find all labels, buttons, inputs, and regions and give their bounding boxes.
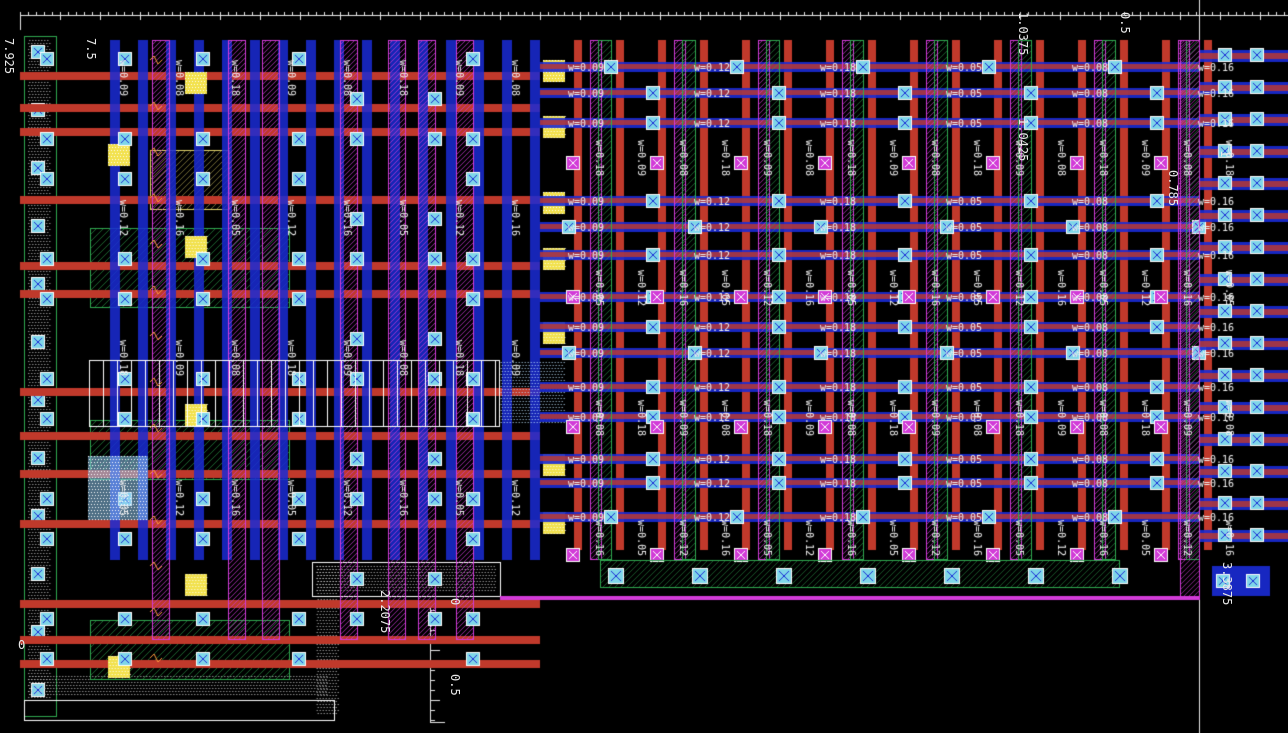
ruler-label-left-zero: 0 — [18, 638, 26, 652]
ruler-label-mid-b: 1.0425 — [1016, 118, 1030, 162]
ruler-label-right-a: 0.5 — [1118, 12, 1132, 34]
ruler-label-top-a: 7.5 — [84, 38, 98, 60]
ruler-label-bottom-a: 2.2075 — [378, 590, 392, 634]
ruler-label-left-top: 7.925 — [2, 38, 16, 75]
ruler-label-bottom-b: 0.5 — [448, 674, 462, 696]
ruler-label-bottom-c: 0 — [448, 598, 462, 606]
ruler-label-mid-a: 1.0375 — [1016, 12, 1030, 56]
ruler-label-right-b: 1 — [1218, 150, 1232, 158]
ruler-label-right-c: 3.3875 — [1220, 562, 1234, 606]
ruler-label-mid-c: 0.785 — [1166, 170, 1180, 207]
